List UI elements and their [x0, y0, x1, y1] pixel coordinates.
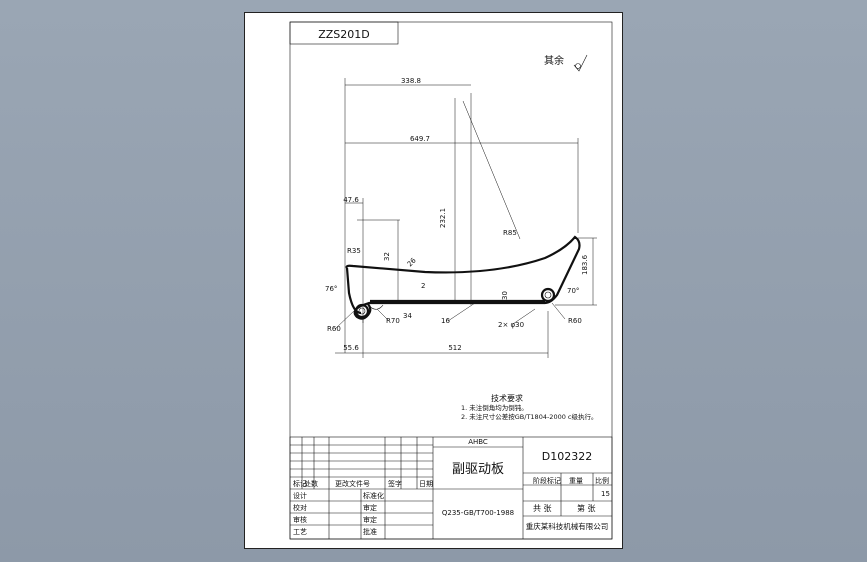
title-block: 标记 处数 更改文件号 签字 日期 设计 标准化 校对 审定 审核 审定 工艺 …	[289, 436, 613, 540]
role-label: 校对	[293, 503, 307, 512]
dim-text: R70	[386, 317, 400, 325]
drawing-sheet: ZZS201D 其余 338.8 649.7 47.6 232.1 32 R35…	[244, 12, 623, 549]
rev-header: 更改文件号	[335, 479, 370, 488]
cad-drawing: ZZS201D 其余 338.8 649.7 47.6 232.1 32 R35…	[289, 21, 613, 540]
material-spec: Q235-GB/T700-1988	[442, 509, 514, 517]
dim-text: 30	[501, 291, 509, 300]
role-label: 审核	[293, 515, 307, 524]
rev-header: 签字	[388, 479, 402, 488]
dim-text: R85	[503, 229, 517, 237]
part-name: 副驱动板	[452, 462, 504, 477]
dim-text: 2× φ30	[498, 321, 524, 329]
sheet-number: 第 张	[577, 503, 596, 513]
dim-text: R60	[327, 325, 341, 333]
scale-value: 15	[601, 490, 610, 498]
dim-text: 2	[421, 282, 425, 290]
rev-header: 标记	[293, 479, 307, 488]
rev-header: 日期	[419, 480, 433, 488]
rev-header: 处数	[304, 479, 318, 488]
role-label: 批准	[363, 527, 377, 536]
roughness-label: 其余	[544, 54, 564, 67]
dim-text: R60	[568, 317, 582, 325]
dim-text: 512	[448, 344, 461, 352]
dim-text: 183.6	[581, 254, 589, 275]
dim-text: 338.8	[401, 77, 421, 85]
code-box	[289, 21, 399, 45]
dim-text: 76°	[325, 285, 337, 293]
stage-label: 阶段标记	[533, 476, 561, 485]
roughness-icon	[573, 54, 588, 72]
dim-text: 26	[406, 256, 418, 268]
dim-text: 55.6	[343, 344, 359, 352]
weight-label: 重量	[569, 477, 583, 485]
dim-text: 16	[441, 317, 450, 325]
notes-title: 技术要求	[491, 393, 523, 403]
material-top: AHBC	[468, 438, 488, 446]
role-label: 工艺	[293, 528, 307, 536]
hole-right	[540, 287, 556, 303]
dim-text: 47.6	[343, 196, 359, 204]
drawing-number: D102322	[542, 450, 592, 463]
role-label: 设计	[293, 491, 307, 500]
sheets-total: 共 张	[533, 504, 552, 513]
role-label: 审定	[363, 503, 377, 512]
notes-line-1: 1. 未注倒角均为倒钝。	[461, 403, 528, 412]
role-label: 标准化	[363, 491, 384, 500]
dim-text: 649.7	[410, 135, 430, 143]
dim-text: 34	[403, 312, 412, 320]
notes-line-2: 2. 未注尺寸公差按GB/T1804-2000 c级执行。	[461, 412, 598, 421]
scale-label: 比例	[595, 476, 609, 485]
dim-text: R35	[347, 247, 361, 255]
role-label: 审定	[363, 515, 377, 524]
code-box-text: ZZS201D	[318, 28, 370, 41]
hole-left	[354, 303, 370, 319]
dim-text: 232.1	[439, 208, 447, 228]
company-name: 重庆某科技机械有限公司	[526, 521, 609, 531]
dim-text: 70°	[567, 287, 579, 295]
dim-text: 32	[383, 252, 391, 261]
